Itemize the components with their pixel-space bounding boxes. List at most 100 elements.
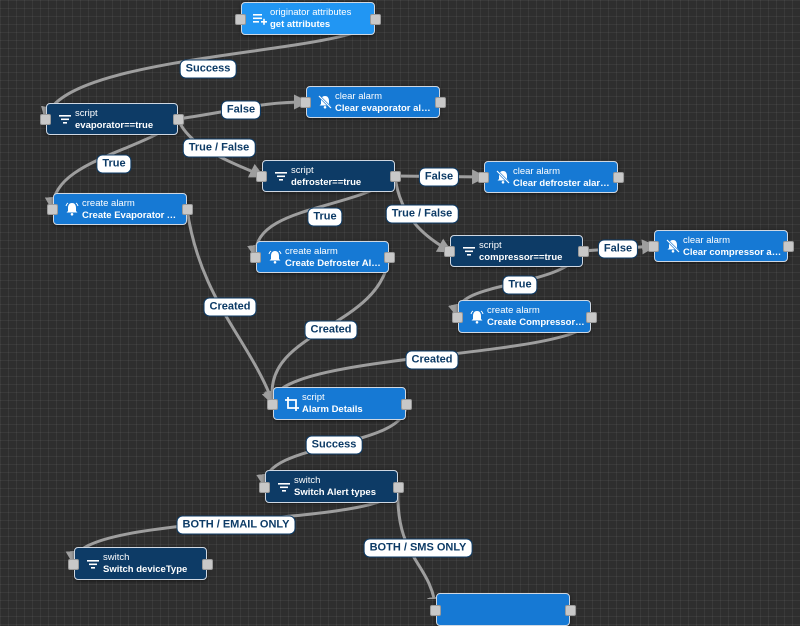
- output-port[interactable]: [370, 13, 381, 25]
- node-type: create alarm: [82, 198, 135, 209]
- input-port[interactable]: [478, 172, 489, 183]
- node-type: switch: [103, 552, 130, 563]
- input-port[interactable]: [256, 171, 267, 182]
- node-type: clear alarm: [335, 91, 382, 102]
- output-port[interactable]: [384, 252, 395, 263]
- edge-label[interactable]: True / False: [182, 138, 256, 158]
- output-port[interactable]: [390, 171, 401, 182]
- plus-list-icon: [252, 11, 268, 27]
- input-port[interactable]: [250, 252, 261, 263]
- node-type: switch: [294, 475, 321, 486]
- output-port[interactable]: [393, 481, 404, 493]
- output-port[interactable]: [586, 311, 597, 323]
- edge-label[interactable]: BOTH / SMS ONLY: [363, 538, 473, 558]
- edge-label[interactable]: Created: [203, 297, 257, 317]
- input-port[interactable]: [300, 97, 311, 108]
- input-port[interactable]: [47, 204, 58, 215]
- bell-off-icon: [665, 238, 681, 254]
- input-port[interactable]: [68, 558, 79, 570]
- bell-icon: [267, 249, 283, 265]
- node-name: evaporator==true: [75, 120, 154, 131]
- edge-label[interactable]: Created: [304, 320, 358, 340]
- node-name: Alarm Details: [302, 404, 363, 415]
- edge-label[interactable]: BOTH / EMAIL ONLY: [176, 515, 296, 535]
- output-port[interactable]: [202, 558, 213, 570]
- output-port[interactable]: [578, 246, 589, 257]
- edge-label[interactable]: False: [220, 100, 262, 120]
- node-type: originator attributes: [270, 7, 352, 18]
- edge-label[interactable]: Created: [405, 350, 459, 370]
- input-port[interactable]: [444, 246, 455, 257]
- edge-label[interactable]: True / False: [385, 204, 459, 224]
- edge-label[interactable]: True: [307, 207, 343, 227]
- output-port[interactable]: [613, 172, 624, 183]
- transform-icon: [284, 396, 300, 412]
- bell-icon: [469, 309, 485, 325]
- node-name: defroster==true: [291, 177, 362, 188]
- bell-off-icon: [317, 94, 333, 110]
- edge-label[interactable]: False: [597, 239, 639, 259]
- output-port[interactable]: [783, 241, 794, 252]
- connection-script_defr-to-script_comp[interactable]: [393, 175, 453, 253]
- output-port[interactable]: [435, 97, 446, 108]
- node-name: Create Defroster Alarm: [285, 258, 384, 269]
- filter-icon: [57, 111, 73, 127]
- bell-off-icon: [495, 169, 511, 185]
- filter-icon: [273, 168, 289, 184]
- input-port[interactable]: [452, 311, 463, 323]
- node-type: script: [302, 392, 325, 403]
- node-type: script: [75, 108, 98, 119]
- input-port[interactable]: [267, 398, 278, 410]
- node-name: Switch deviceType: [103, 564, 188, 575]
- input-port[interactable]: [430, 604, 441, 616]
- node-name: Create Compressor Al...: [487, 317, 586, 328]
- edge-label[interactable]: True: [96, 154, 132, 174]
- filter-icon: [85, 556, 101, 572]
- rule-node-partial-bottom[interactable]: [430, 593, 576, 626]
- node-name: Create Evaporator Ala...: [82, 210, 182, 221]
- input-port[interactable]: [235, 13, 246, 25]
- output-port[interactable]: [401, 398, 412, 410]
- input-port[interactable]: [259, 481, 270, 493]
- edge-label[interactable]: True: [502, 275, 538, 295]
- edge-label[interactable]: Success: [305, 435, 363, 455]
- output-port[interactable]: [182, 204, 193, 215]
- edge-label[interactable]: Success: [179, 59, 237, 79]
- node-name: Switch Alert types: [294, 487, 377, 498]
- input-port[interactable]: [648, 241, 659, 252]
- node-name: Clear compressor alar...: [683, 247, 783, 258]
- output-port[interactable]: [565, 604, 576, 616]
- edge-label[interactable]: False: [418, 167, 460, 187]
- node-name: Clear evaporator alar...: [335, 103, 435, 114]
- output-port[interactable]: [173, 114, 184, 125]
- input-port[interactable]: [40, 114, 51, 125]
- node-type: script: [291, 165, 314, 176]
- node-name: get attributes: [270, 19, 331, 30]
